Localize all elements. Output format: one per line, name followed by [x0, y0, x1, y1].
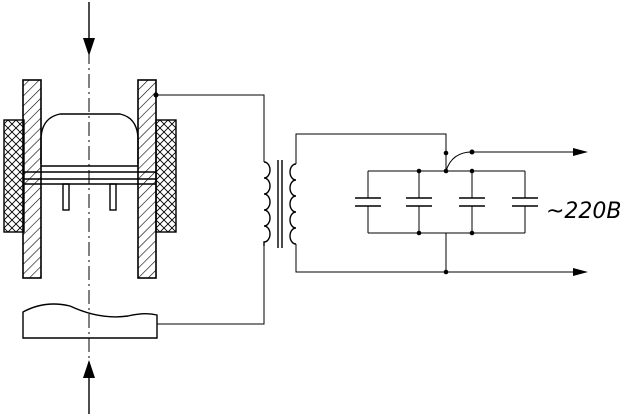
capacitor-bank [355, 168, 538, 275]
voltage-label: ~220B [546, 199, 622, 224]
arrow-up-icon [83, 360, 95, 414]
electrode-rails [23, 165, 156, 185]
workpiece [22, 303, 158, 339]
wire-top [153, 92, 265, 162]
switch [443, 149, 585, 174]
pins [62, 183, 117, 211]
insulator-crosshatch-left [3, 119, 25, 233]
chamber-dome [40, 113, 139, 164]
insulator-crosshatch-right [155, 119, 177, 233]
output-arrow-icon [573, 148, 588, 276]
transformer [263, 133, 585, 273]
wire-bottom [157, 246, 265, 325]
arrow-down-icon [83, 2, 95, 56]
